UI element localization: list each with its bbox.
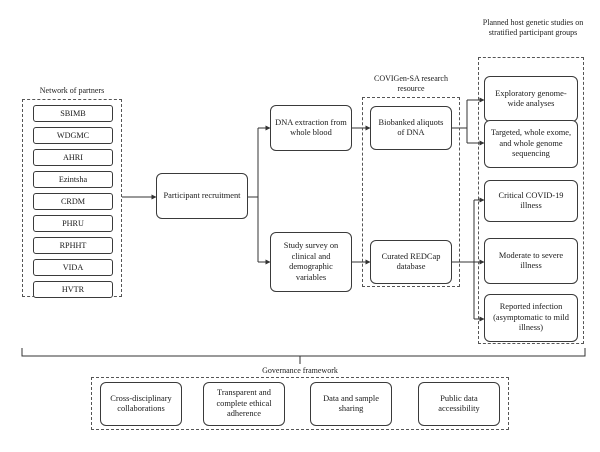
partner-ahri: AHRI (33, 149, 113, 166)
governance-group (91, 377, 509, 430)
partner-hvtr: HVTR (33, 281, 113, 298)
governance-ethical-adherence: Transparent and complete ethical adheren… (203, 382, 285, 426)
partner-rphht: RPHHT (33, 237, 113, 254)
planned-studies-group (478, 57, 584, 344)
redcap-database-box: Curated REDCap database (370, 240, 452, 284)
partner-phru: PHRU (33, 215, 113, 232)
reported-infection-box: Reported infection (asymptomatic to mild… (484, 294, 578, 342)
partner-sbimb: SBIMB (33, 105, 113, 122)
dna-extraction-box: DNA extraction from whole blood (270, 105, 352, 151)
partner-crdm: CRDM (33, 193, 113, 210)
study-survey-box: Study survey on clinical and demographic… (270, 232, 352, 292)
partner-wdgmc: WDGMC (33, 127, 113, 144)
resource-title: COVIGen-SA research resource (374, 74, 448, 93)
governance-title: Governance framework (262, 366, 338, 375)
governance-bracket (21, 348, 586, 357)
network-title: Network of partners (39, 86, 105, 95)
genome-wide-box: Exploratory genome-wide analyses (484, 76, 578, 122)
biobanked-dna-box: Biobanked aliquots of DNA (370, 106, 452, 150)
participant-recruitment-box: Participant recruitment (156, 173, 248, 219)
partner-ezintsha: Ezintsha (33, 171, 113, 188)
critical-illness-box: Critical COVID-19 illness (484, 180, 578, 222)
sequencing-box: Targeted, whole exome, and whole genome … (484, 120, 578, 168)
governance-cross-disciplinary: Cross-disciplinary collaborations (100, 382, 182, 426)
governance-data-sharing: Data and sample sharing (310, 382, 392, 426)
resource-group (362, 97, 460, 287)
governance-public-access: Public data accessibility (418, 382, 500, 426)
moderate-illness-box: Moderate to severe illness (484, 238, 578, 284)
planned-studies-title: Planned host genetic studies on stratifi… (482, 18, 584, 37)
partner-vida: VIDA (33, 259, 113, 276)
